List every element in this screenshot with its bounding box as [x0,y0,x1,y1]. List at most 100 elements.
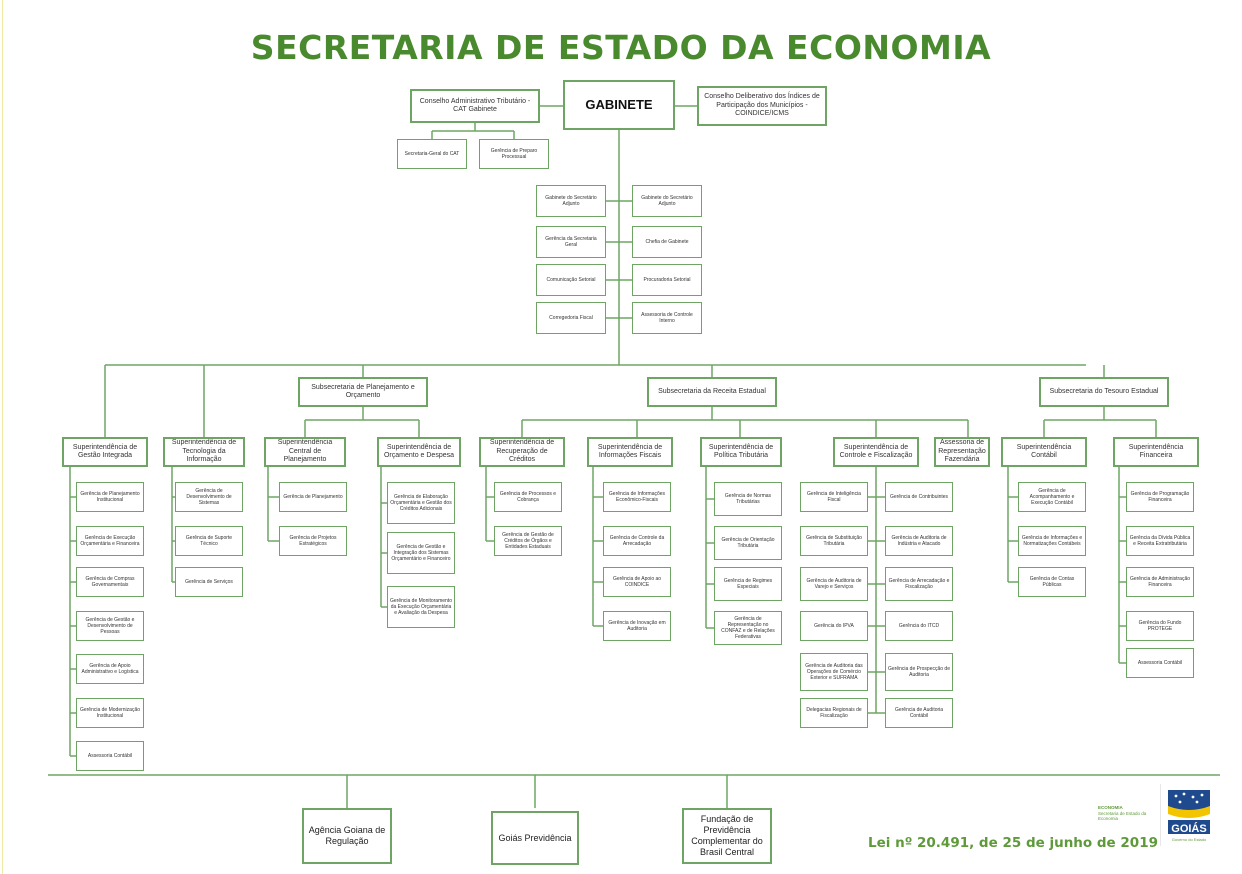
gerencia-box-label: Gerência de Execução Orçamentária e Fina… [80,535,140,547]
superintendencia-box-label: Superintendência de Gestão Integrada [72,443,138,459]
gerencia-box-label: Gerência do Fundo PROTEGE [1138,620,1182,632]
gerencia-box-label: Gerência de Gestão de Créditos de Órgãos… [502,532,554,550]
gerencia-box-label: Gerência de Gestão e Desenvolvimento de … [85,617,135,635]
gerencia-box: Gerência de Acompanhamento e Execução Co… [1018,482,1086,512]
gerencia-box: Gerência de Suporte Técnico [175,526,243,556]
entity-box-label: Fundação de Previdência Complementar do … [691,814,763,857]
gerencia-box-label: Gerência de Administração Financeira [1129,576,1191,588]
gerencia-box: Assessoria Contábil [76,741,144,771]
gerencia-box-label: Gerência do ITCD [898,623,940,629]
law-reference: Lei nº 20.491, de 25 de junho de 2019 [868,835,1158,851]
conselho-coindice-box-label: Conselho Deliberativo dos Índices de Par… [704,93,820,118]
gerencia-box-label: Gerência da Dívida Pública e Receita Ext… [1129,535,1191,547]
gerencia-box-label: Gerência de Modernização Institucional [79,707,141,719]
gabinete-unit-label: Gabinete do Secretário Adjunto [641,195,693,207]
subsecretaria-box: Subsecretaria da Receita Estadual [647,377,777,407]
gerencia-box-label: Gerência do IPVA [814,623,854,629]
gerencia-box: Gerência de Contas Públicas [1018,567,1086,597]
gerencia-box: Gerência de Modernização Institucional [76,698,144,728]
gerencia-box: Gerência de Desenvolvimento de Sistemas [175,482,243,512]
superintendencia-box: Superintendência de Tecnologia da Inform… [163,437,245,467]
gerencia-box-label: Gerência de Gestão e Integração dos Sist… [391,544,451,562]
gerencia-box-label: Gerência de Apoio Administrativo e Logís… [81,663,139,675]
gerencia-box: Gerência de Informações Econômico-Fiscai… [603,482,671,512]
gerencia-box: Gerência de Processos e Cobrança [494,482,562,512]
gerencia-box: Gerência de Inovação em Auditoria [603,611,671,641]
gabinete-unit-label: Gerência da Secretaria Geral [545,236,597,248]
gerencia-box-label: Gerência de Inteligência Fiscal [807,491,861,503]
superintendencia-box-label: Superintendência de Controle e Fiscaliza… [839,443,913,459]
gerencia-box-label: Gerência de Contribuintes [889,494,949,500]
superintendencia-box-label: Superintendência de Política Tributária [708,443,774,459]
subsecretaria-box: Subsecretaria do Tesouro Estadual [1039,377,1169,407]
gabinete-unit: Procuradoria Setorial [632,264,702,296]
entity-box: Goiás Previdência [491,811,579,865]
gerencia-box-label: Gerência de Elaboração Orçamentária e Ge… [390,494,452,512]
gabinete-unit-label: Assessoria de Controle Interno [641,312,693,324]
gerencia-box-label: Gerência de Orientação Tributária [721,537,775,549]
gerencia-box-label: Gerência de Informações e Normatizações … [1021,535,1083,547]
superintendencia-box-label: Superintendência Contábil [1016,443,1072,459]
gerencia-box-label: Gerência de Representação no CONFAZ e de… [721,616,775,640]
gabinete-unit: Gabinete do Secretário Adjunto [632,185,702,217]
gerencia-box: Gerência de Orientação Tributária [714,526,782,560]
gerencia-box: Gerência do Fundo PROTEGE [1126,611,1194,641]
gerencia-box: Gerência de Serviços [175,567,243,597]
gerencia-box: Gerência de Gestão e Desenvolvimento de … [76,611,144,641]
gabinete-box-label: GABINETE [585,97,653,113]
superintendencia-box: Assessoria de Representação Fazendária [934,437,990,467]
gerencia-box: Assessoria Contábil [1126,648,1194,678]
gerencia-box: Gerência de Monitoramento da Execução Or… [387,586,455,628]
superintendencia-box: Superintendência de Recuperação de Crédi… [479,437,565,467]
superintendencia-box-label: Superintendência Financeira [1128,443,1184,459]
entity-box: Agência Goiana de Regulação [302,808,392,864]
gerencia-box: Gerência de Apoio ao COINDICE [603,567,671,597]
gerencia-box-label: Assessoria Contábil [87,753,133,759]
gerencia-box: Gerência de Regimes Especiais [714,567,782,601]
gerencia-box-label: Gerência de Inovação em Auditoria [608,620,666,632]
gerencia-box: Gerência de Informações e Normatizações … [1018,526,1086,556]
economia-logo-title: ECONOMIA [1098,805,1123,810]
gerencia-box: Gerência da Dívida Pública e Receita Ext… [1126,526,1194,556]
superintendencia-box: Superintendência de Política Tributária [700,437,782,467]
gabinete-unit: Gabinete do Secretário Adjunto [536,185,606,217]
goias-logo-subtitle: Governo do Estado [1172,837,1207,842]
gerencia-box-label: Gerência de Regimes Especiais [723,578,773,590]
cat-unit-label: Gerência de Preparo Processual [490,148,538,160]
subsecretaria-box: Subsecretaria de Planejamento e Orçament… [298,377,428,407]
gerencia-box-label: Gerência de Prospecção de Auditoria [888,666,950,678]
superintendencia-box-label: Superintendência de Informações Fiscais [597,443,663,459]
cat-unit-label: Secretaria-Geral do CAT [404,151,460,157]
gerencia-box: Gerência de Execução Orçamentária e Fina… [76,526,144,556]
entity-box-label: Goiás Previdência [498,832,572,843]
gabinete-unit-label: Procuradoria Setorial [643,277,691,283]
cat-unit: Gerência de Preparo Processual [479,139,549,169]
gerencia-box: Gerência de Auditoria Contábil [885,698,953,728]
superintendencia-box: Superintendência de Informações Fiscais [587,437,673,467]
gerencia-box: Gerência de Compras Governamentais [76,567,144,597]
superintendencia-box-label: Superintendência Central de Planejamento [277,439,333,464]
superintendencia-box: Superintendência de Orçamento e Despesa [377,437,461,467]
gerencia-box: Gerência de Auditoria de Varejo e Serviç… [800,567,868,601]
gabinete-unit: Assessoria de Controle Interno [632,302,702,334]
gerencia-box-label: Gerência de Arrecadação e Fiscalização [888,578,950,590]
page-edge-line [2,0,3,874]
gerencia-box: Gerência de Planejamento Institucional [76,482,144,512]
gerencia-box: Gerência de Gestão de Créditos de Órgãos… [494,526,562,556]
gerencia-box-label: Gerência de Informações Econômico-Fiscai… [608,491,666,503]
gerencia-box-label: Gerência de Serviços [185,579,233,585]
superintendencia-box: Superintendência Contábil [1001,437,1087,467]
gerencia-box-label: Gerência de Auditoria das Operações de C… [805,663,863,681]
gabinete-unit: Chefia de Gabinete [632,226,702,258]
superintendencia-box: Superintendência de Gestão Integrada [62,437,148,467]
conselho-cat-box: Conselho Administrativo Tributário - CAT… [410,89,540,123]
gerencia-box-label: Gerência de Apoio ao COINDICE [612,576,662,588]
gabinete-unit-label: Chefia de Gabinete [645,239,689,245]
gabinete-unit: Gerência da Secretaria Geral [536,226,606,258]
gerencia-box-label: Gerência de Desenvolvimento de Sistemas [186,488,232,506]
gerencia-box-label: Gerência de Suporte Técnico [185,535,233,547]
conselho-cat-box-label: Conselho Administrativo Tributário - CAT… [419,97,531,113]
economia-logo: ECONOMIA Secretaria de Estado da Economi… [1098,805,1148,822]
gerencia-box: Gerência de Apoio Administrativo e Logís… [76,654,144,684]
